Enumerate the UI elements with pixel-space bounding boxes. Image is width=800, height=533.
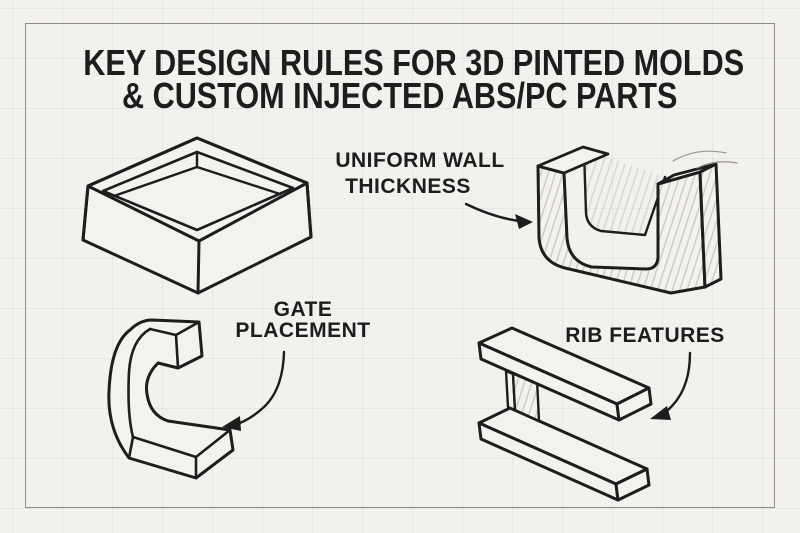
label-uwt-line2: THICKNESS: [345, 175, 471, 198]
label-rib-features: RIB FEATURES: [550, 325, 740, 346]
label-rib-line1: RIB FEATURES: [565, 324, 725, 347]
arrow-gate-placement: [222, 350, 286, 431]
label-gate-line2: PLACEMENT: [235, 319, 371, 342]
title-line-1: KEY DESIGN RULES FOR 3D PINTED MOLDS: [83, 42, 745, 83]
open-box-mold-sketch: [81, 136, 313, 295]
page-title: KEY DESIGN RULES FOR 3D PINTED MOLDS & C…: [25, 42, 775, 116]
i-beam-sketch: [477, 326, 653, 502]
annotation-arrows: [222, 202, 692, 431]
title-line-2: & CUSTOM INJECTED ABS/PC PARTS: [122, 75, 678, 116]
u-channel-sketch: [536, 145, 738, 295]
arrow-rib-features: [650, 351, 692, 420]
label-uniform-wall-thickness: UNIFORM WALL THICKNESS: [300, 148, 540, 200]
label-gate-line1: GATE: [273, 298, 333, 321]
label-gate-placement: GATE PLACEMENT: [228, 299, 378, 341]
arrow-uniform-wall-thickness: [464, 202, 533, 229]
label-uwt-line1: UNIFORM WALL: [335, 149, 505, 172]
l-bracket-sketch: [107, 318, 235, 480]
